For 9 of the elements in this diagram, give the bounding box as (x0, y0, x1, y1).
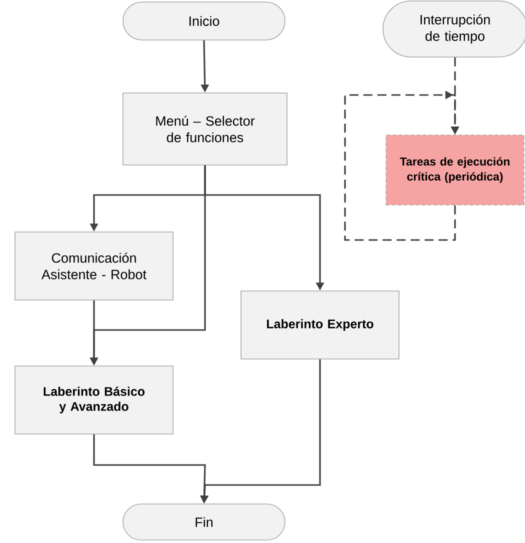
loop-arrow (344, 90, 460, 241)
process-box: Laberinto Experto (240, 290, 400, 360)
process-box: Laberinto Básico y Avanzado (14, 366, 174, 434)
task-box: Tareas de ejecución crítica (periódica) (386, 134, 524, 206)
process-box: Menú – Selector de funciones (122, 92, 288, 166)
terminal-box: Interrupción de tiempo (382, 0, 525, 58)
terminal-box: Fin (122, 504, 286, 540)
terminal-box: Inicio (122, 2, 286, 40)
process-box: Comunicación Asistente - Robot (14, 232, 174, 300)
